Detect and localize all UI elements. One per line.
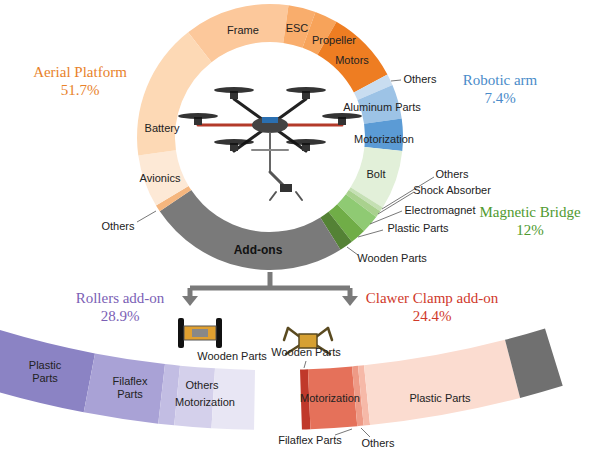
part-label: Avionics bbox=[140, 172, 181, 185]
part-label: ESC bbox=[286, 22, 309, 35]
group-percent: 7.4% bbox=[484, 90, 515, 107]
part-label: Battery bbox=[145, 122, 180, 135]
group-title: Aerial Platform bbox=[33, 64, 127, 81]
arrow-head bbox=[182, 296, 198, 306]
part-label: Bolt bbox=[367, 168, 386, 181]
part-label: Filaflex Parts bbox=[105, 375, 155, 401]
group-title: Magnetic Bridge bbox=[479, 204, 580, 221]
group-title: Rollers add-on bbox=[76, 290, 165, 307]
group-percent: 12% bbox=[516, 222, 544, 239]
part-label: Aluminum Parts bbox=[343, 101, 421, 114]
donut-segment bbox=[138, 150, 188, 205]
rollers-icon bbox=[178, 318, 222, 348]
part-label: Electromagnet bbox=[405, 204, 476, 217]
part-label: Motorization bbox=[300, 392, 360, 405]
part-label: Others bbox=[185, 379, 218, 392]
part-label: Wooden Parts bbox=[357, 252, 427, 265]
part-label: Shock Absorber bbox=[413, 184, 491, 197]
part-label: Propeller bbox=[312, 34, 356, 47]
group-percent: 24.4% bbox=[413, 308, 452, 325]
addon-bands bbox=[0, 328, 563, 429]
part-label: Others bbox=[361, 437, 394, 450]
part-label: Plastic Parts bbox=[409, 392, 470, 405]
group-percent: 28.9% bbox=[101, 308, 140, 325]
part-label: Motorization bbox=[354, 133, 414, 146]
part-label: Frame bbox=[227, 24, 259, 37]
part-label: Filaflex Parts bbox=[278, 434, 342, 447]
band-segment bbox=[364, 340, 520, 425]
drone-illustration bbox=[178, 87, 362, 200]
part-label: Others bbox=[435, 168, 468, 181]
group-label: Add-ons bbox=[234, 244, 283, 257]
band-segment bbox=[0, 330, 95, 412]
part-label: Plastic Parts bbox=[20, 359, 70, 385]
part-label: Others bbox=[403, 73, 436, 86]
split-arrow bbox=[190, 272, 350, 297]
arrow-head bbox=[342, 296, 358, 306]
part-label: Wooden Parts bbox=[271, 346, 341, 359]
group-title: Clawer Clamp add-on bbox=[366, 290, 498, 307]
part-label: Motorization bbox=[175, 396, 235, 409]
group-title: Robotic arm bbox=[463, 72, 538, 89]
group-percent: 51.7% bbox=[61, 82, 100, 99]
donut-segment bbox=[160, 190, 341, 270]
leader-lines bbox=[137, 80, 434, 437]
donut-segment bbox=[137, 32, 212, 155]
part-label: Motors bbox=[335, 54, 369, 67]
part-label: Wooden Parts bbox=[197, 350, 267, 363]
part-label: Others bbox=[101, 220, 134, 233]
band-segment bbox=[505, 328, 563, 397]
band-segment bbox=[84, 353, 165, 423]
part-label: Plastic Parts bbox=[387, 222, 448, 235]
